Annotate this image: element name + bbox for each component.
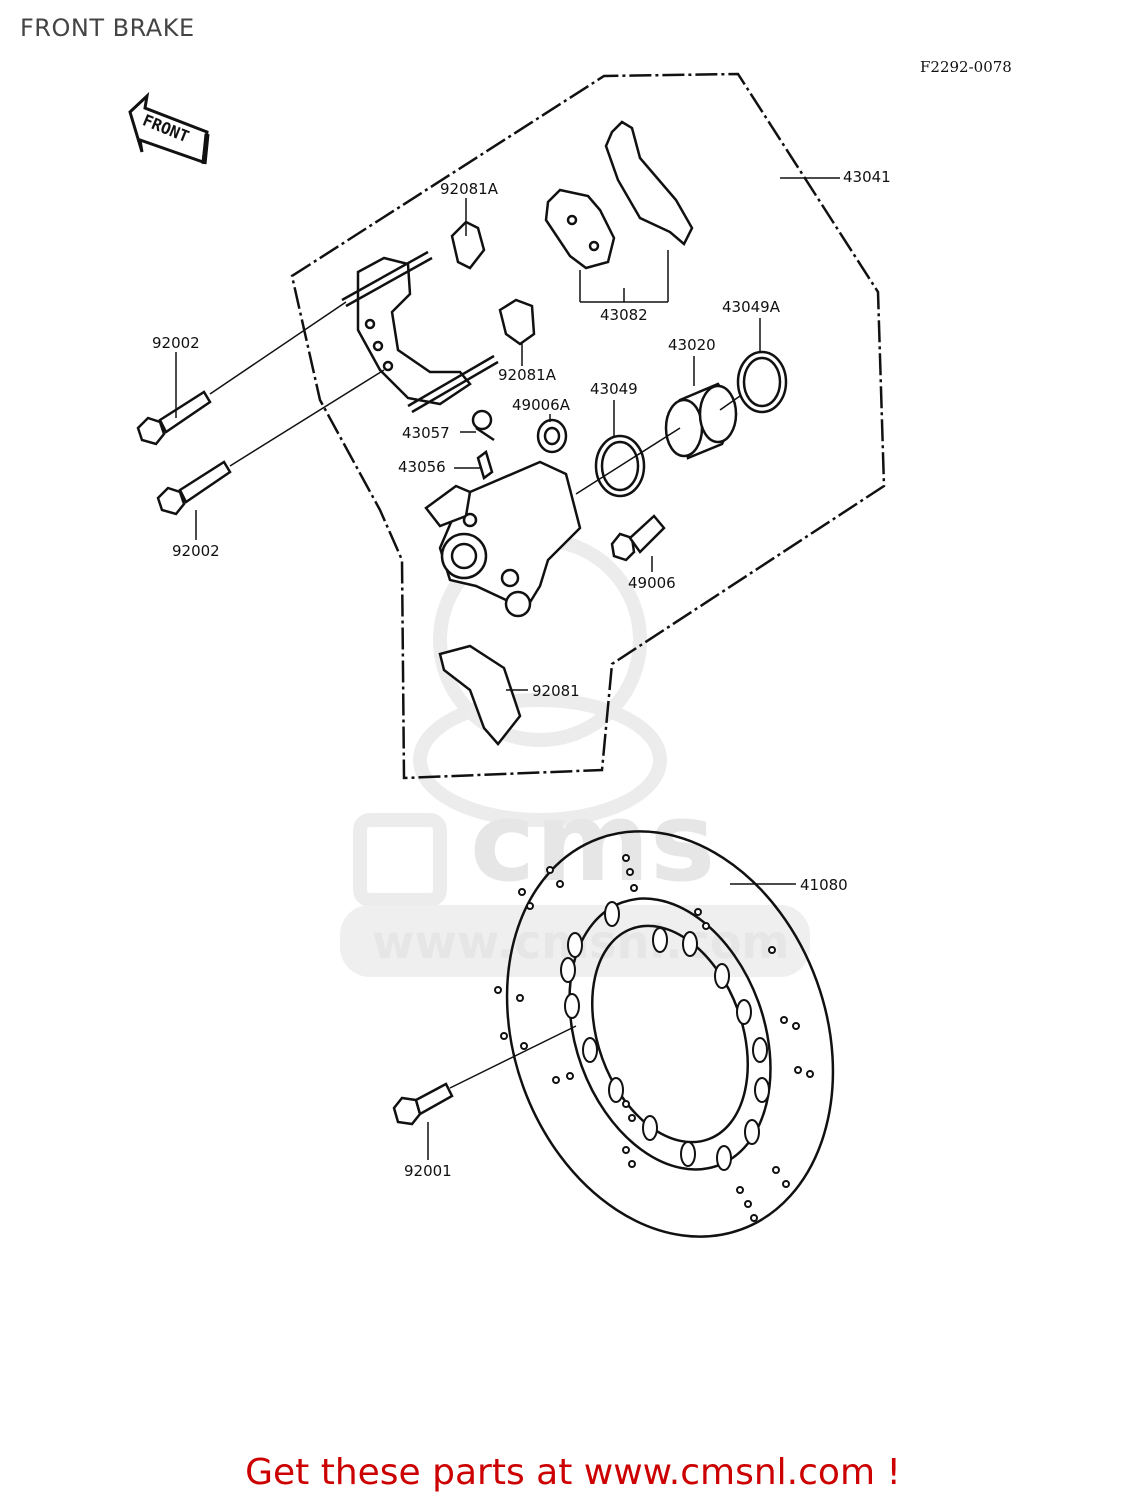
disc-bolt [392,1082,454,1126]
bolt-92002-bottom [156,460,232,516]
diagram-code: F2292-0078 [920,58,1012,76]
caliper-bracket [341,250,499,414]
bleeder-cap [471,409,495,442]
part-label-43041: 43041 [843,168,891,186]
leader-lines [175,177,840,1160]
part-label-43049: 43049 [590,380,638,398]
part-label-43020: 43020 [668,336,716,354]
caliper-assembly-outline [290,72,886,780]
bleeder-screw [476,449,494,481]
watermark: cms www.cmsnl.com [340,533,810,977]
part-label-43056: 43056 [398,458,446,476]
part-label-92081A-mid: 92081A [498,366,557,384]
brake-pads [544,120,694,303]
part-label-92002-top: 92002 [152,334,200,352]
part-label-49006: 49006 [628,574,676,592]
part-label-41080: 41080 [800,876,848,894]
disc-holes [494,854,814,1222]
bolt-92002-top [136,390,212,446]
part-label-92002-bottom: 92002 [172,542,220,560]
part-label-43057: 43057 [402,424,450,442]
pad-spring-mid [498,298,536,346]
part-label-92001: 92001 [404,1162,452,1180]
pad-holder-spring [438,644,522,746]
caliper-body [424,460,582,618]
part-label-43082: 43082 [600,306,648,324]
part-label-43049A: 43049A [722,298,781,316]
dust-boot [536,418,568,454]
dust-seal [736,350,788,414]
part-label-92081: 92081 [532,682,580,700]
slide-pin [610,514,666,562]
part-label-92081A-top: 92081A [440,180,499,198]
piston [664,382,738,460]
footer-banner[interactable]: Get these parts at www.cmsnl.com ! [245,1452,901,1493]
part-label-49006A: 49006A [512,396,571,414]
parts-diagram: cms www.cmsnl.com FRONT [128,72,891,1238]
piston-seal [594,434,646,498]
front-arrow-icon: FRONT [128,91,210,165]
pad-spring-top [450,220,486,270]
page-title: FRONT BRAKE [20,14,195,42]
